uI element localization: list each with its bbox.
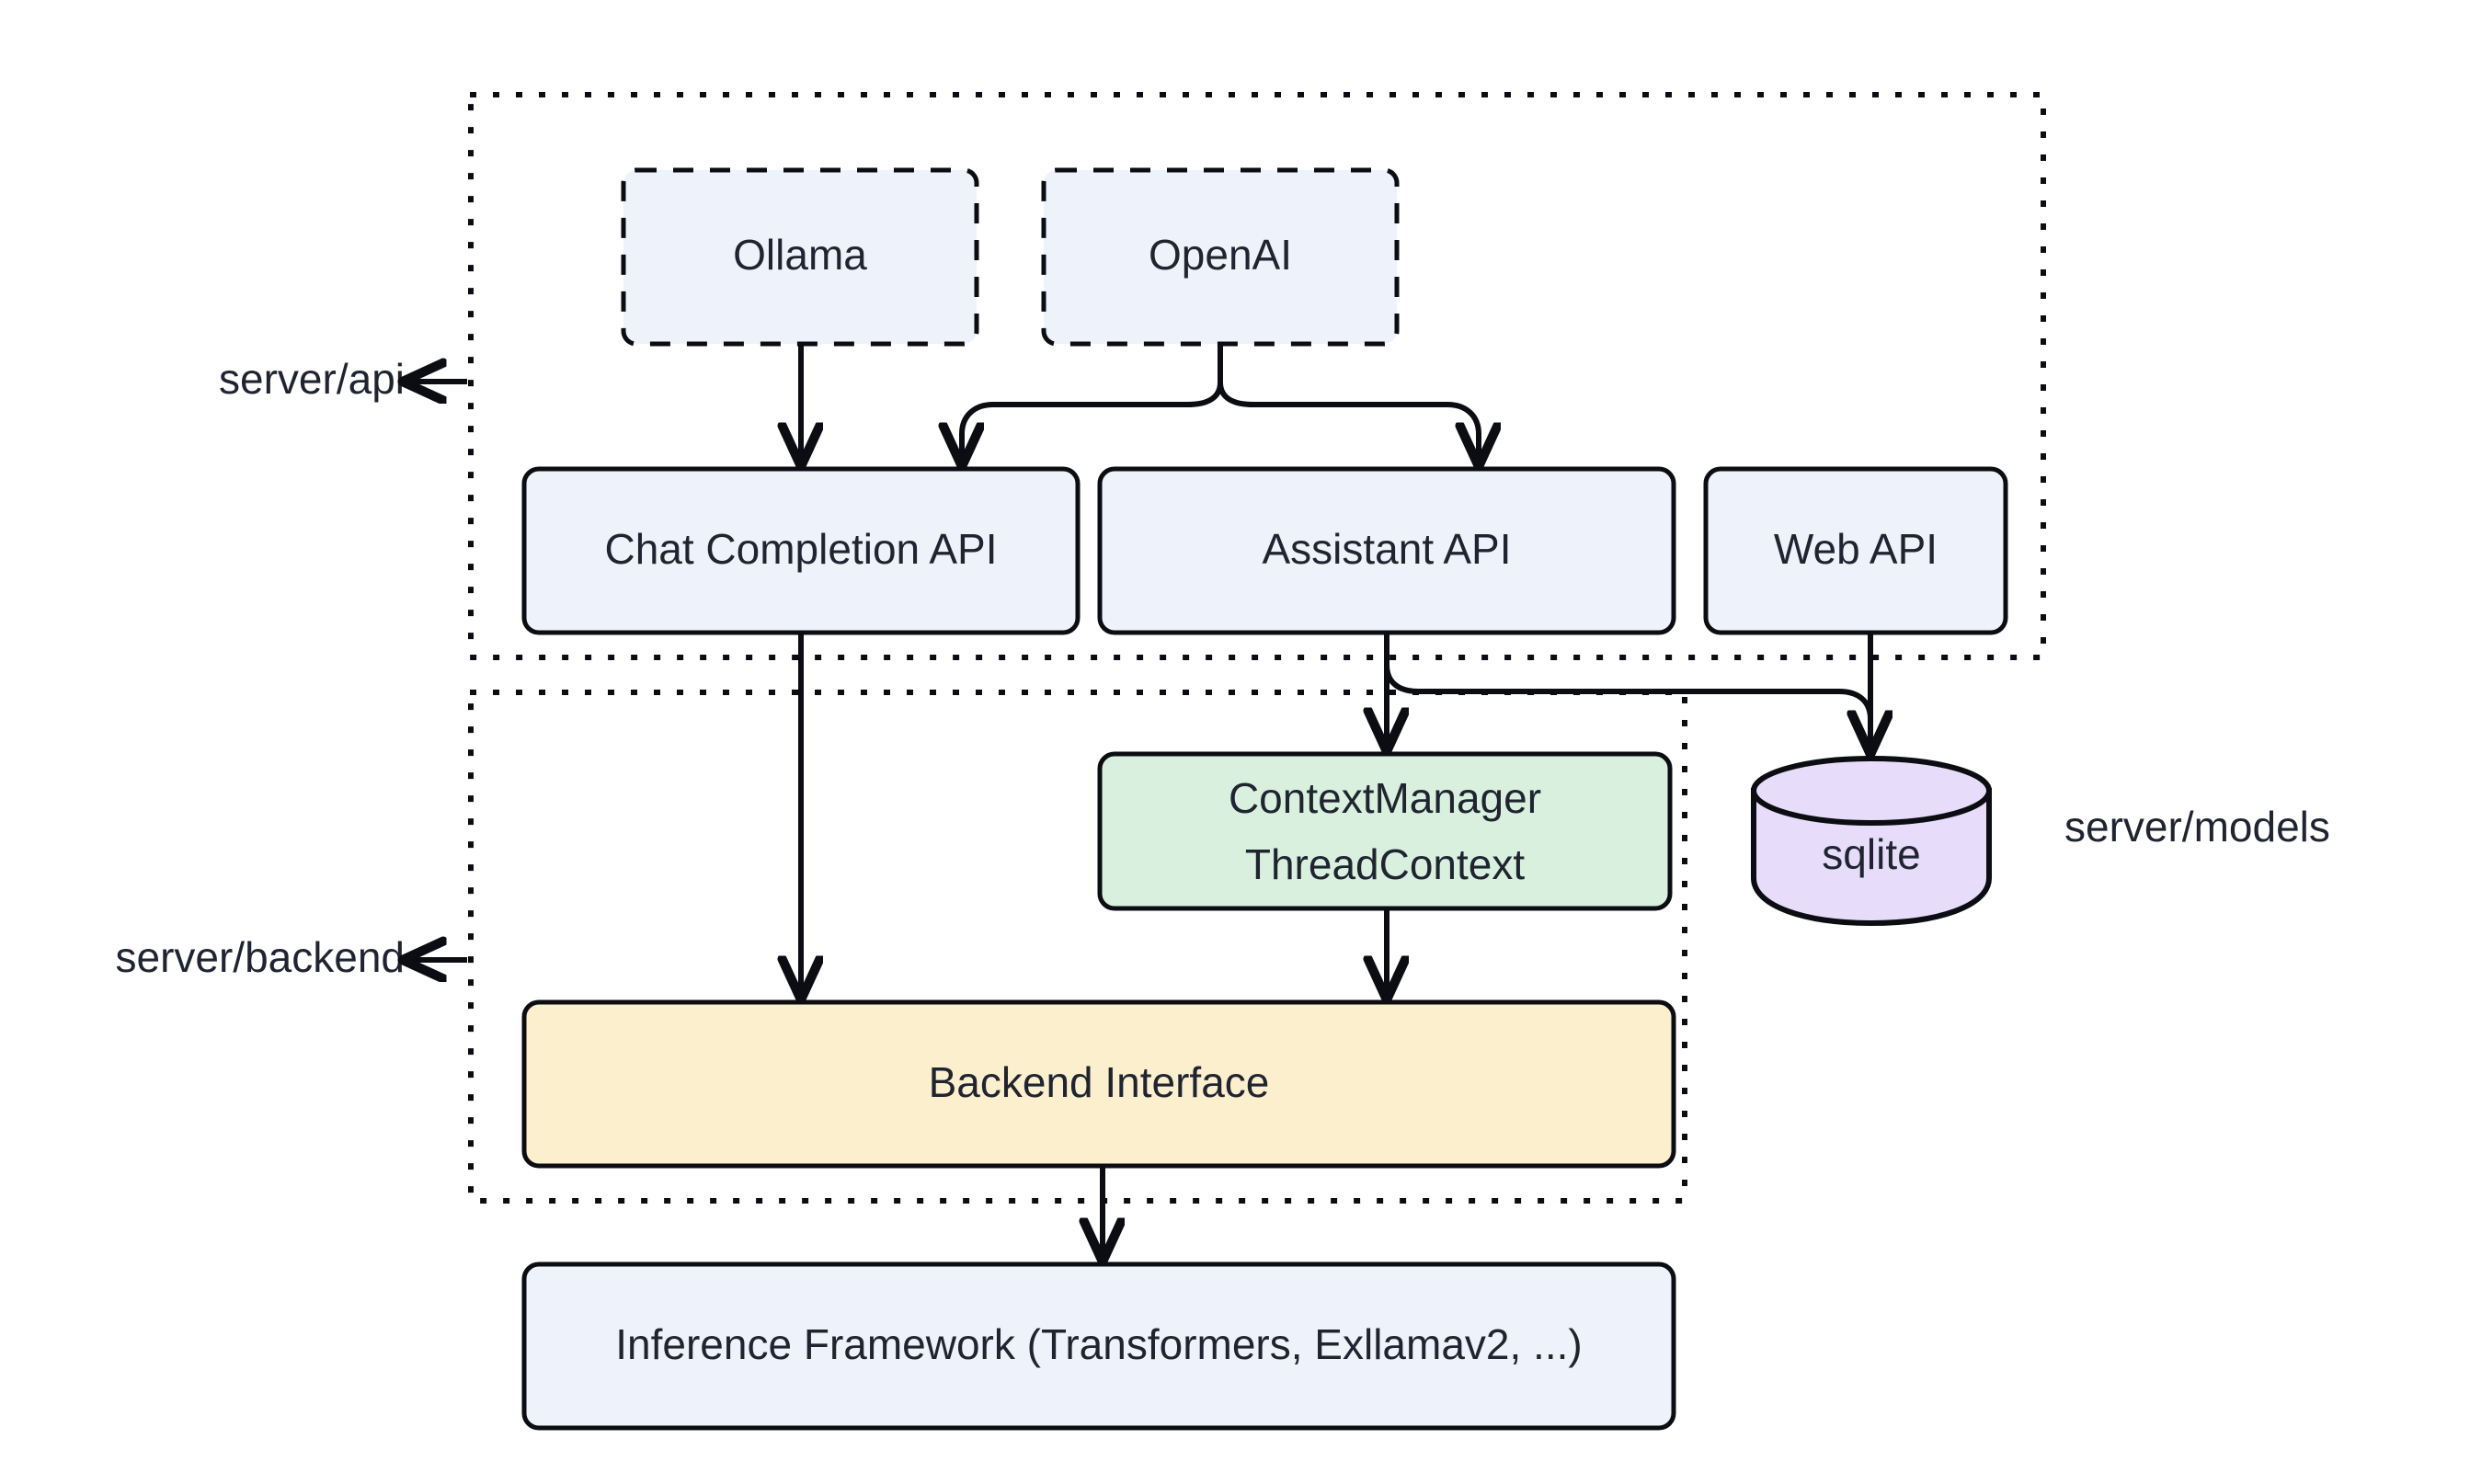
group-container-server-api	[468, 92, 2046, 660]
node-context-manager-label-line2: ThreadContext	[1245, 840, 1525, 888]
node-sqlite-top	[1751, 756, 1992, 826]
group-label-server-backend: server/backend	[116, 933, 467, 981]
node-sqlite[interactable]: sqlite	[1751, 756, 1992, 927]
edge-openai-to-chat-api	[962, 382, 1223, 464]
node-openai-shape	[1041, 167, 1400, 347]
node-chat-completion-api-label: Chat Completion API	[604, 525, 997, 573]
group-container-server-backend	[468, 690, 1687, 1204]
node-assistant-api-label: Assistant API	[1262, 525, 1511, 573]
node-assistant-api-shape	[1097, 466, 1676, 635]
node-ollama-label: Ollama	[733, 231, 867, 279]
edge-openai-to-assistant-api	[1218, 382, 1479, 464]
node-sqlite-label: sqlite	[1822, 830, 1920, 878]
node-web-api-label: Web API	[1774, 525, 1938, 573]
node-inference-framework-shape	[521, 1261, 1676, 1431]
node-chat-completion-api[interactable]: Chat Completion API	[521, 466, 1081, 635]
group-label-server-models: server/models	[2064, 803, 2330, 850]
node-context-manager-label-line1: ContextManager	[1229, 774, 1541, 822]
node-backend-interface-shape	[521, 999, 1676, 1169]
node-backend-interface[interactable]: Backend Interface	[521, 999, 1676, 1169]
node-context-manager[interactable]: ContextManager ThreadContext	[1097, 751, 1673, 911]
node-inference-framework-label: Inference Framework (Transformers, Exlla…	[615, 1320, 1582, 1368]
node-web-api[interactable]: Web API	[1703, 466, 2008, 635]
node-ollama[interactable]: Ollama	[621, 167, 979, 347]
group-label-server-models-text: server/models	[2064, 803, 2330, 850]
group-label-server-api: server/api	[219, 355, 467, 403]
group-label-server-api-text: server/api	[219, 355, 405, 403]
node-openai-label: OpenAI	[1149, 231, 1292, 279]
node-sqlite-body	[1751, 788, 1992, 927]
edge-assistant-api-to-sqlite	[1384, 664, 1870, 752]
node-inference-framework[interactable]: Inference Framework (Transformers, Exlla…	[521, 1261, 1676, 1431]
node-ollama-shape	[621, 167, 979, 347]
node-backend-interface-label: Backend Interface	[929, 1058, 1270, 1106]
node-web-api-shape	[1703, 466, 2008, 635]
node-context-manager-shape	[1097, 751, 1673, 911]
node-assistant-api[interactable]: Assistant API	[1097, 466, 1676, 635]
group-label-server-backend-text: server/backend	[116, 933, 406, 981]
node-openai[interactable]: OpenAI	[1041, 167, 1400, 347]
node-chat-completion-api-shape	[521, 466, 1081, 635]
